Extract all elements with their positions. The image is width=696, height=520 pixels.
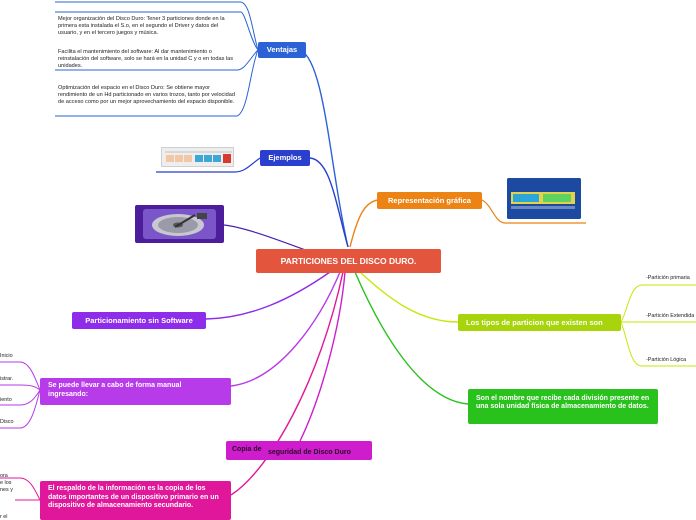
- ventajas-item-2: Optimización del espacio en el Disco Dur…: [58, 85, 235, 105]
- ingresando-item-1: istrar.: [0, 376, 14, 382]
- tipos-node[interactable]: Los tipos de particion que existen son: [458, 314, 621, 331]
- respaldo-node[interactable]: El respaldo de la información es la copi…: [40, 481, 231, 520]
- copia-label-b: seguridad de Disco Duro: [268, 449, 351, 456]
- connector-respaldo-item-0: [0, 477, 41, 501]
- ejemplos-node[interactable]: Ejemplos: [260, 150, 310, 166]
- ingresando-item-0: Inicio: [0, 353, 13, 359]
- respaldo-item-0: ora: [0, 473, 8, 479]
- ingresando-item-3: Disco: [0, 419, 14, 425]
- ventajas-node[interactable]: Ventajas: [258, 42, 306, 58]
- connector-respaldo: [230, 271, 344, 496]
- connector-tipos: [359, 271, 459, 323]
- connector-particionamiento: [205, 271, 331, 320]
- representation-image: [507, 178, 581, 219]
- ventajas-item-0: Mejor organización del Disco Duro: Tener…: [58, 16, 225, 36]
- connector-ventajas-item-top: [55, 1, 259, 51]
- connector-ingresando-item-2: [0, 389, 41, 406]
- connector-definicion: [354, 271, 469, 405]
- ventajas-item-1: Facilita el mantenimiento del software: …: [58, 49, 234, 69]
- respaldo-item-1: e los: [0, 480, 12, 486]
- connector-ventajas: [299, 49, 349, 248]
- tipos-item-0: -Partición primaria: [646, 275, 690, 281]
- connector-copia: [299, 271, 346, 442]
- connector-ventajas-item-2: [55, 49, 259, 117]
- representacion-node[interactable]: Representación gráfica: [377, 192, 482, 209]
- tipos-item-1: -Partición Extendida: [646, 313, 695, 319]
- connector-ingresando-item-1: [0, 384, 41, 391]
- connector-ejemplos: [309, 157, 349, 248]
- ingresando-node[interactable]: Se puede llevar a cabo de forma manual i…: [40, 378, 231, 405]
- tipos-item-2: -Partición Lógica: [646, 357, 687, 363]
- respaldo-item-3: r el: [0, 514, 8, 520]
- ingresando-item-2: iento: [0, 397, 12, 403]
- connector-tipos-item-2: [620, 321, 696, 367]
- connector-ejemplos-image: [156, 157, 261, 173]
- connector-tipos-item-0: [620, 284, 696, 323]
- copia-label-a: Copia de: [232, 446, 262, 453]
- definicion-node[interactable]: Son el nombre que recibe cada división p…: [468, 389, 658, 424]
- connector-representacion-image: [481, 199, 586, 224]
- partition-example-image: [161, 147, 234, 167]
- connector-ventajas-item-1: [55, 49, 259, 71]
- respaldo-item-2: nes y: [0, 487, 13, 493]
- connector-ingresando: [230, 271, 341, 387]
- connector-ventajas-item-0: [55, 11, 259, 51]
- copia-node[interactable]: Copia de seguridad de Disco Duro: [226, 441, 372, 460]
- central-node[interactable]: PARTICIONES DEL DISCO DURO.: [256, 249, 441, 273]
- particionamiento-node[interactable]: Particionamiento sin Software: [72, 312, 206, 329]
- connector-ingresando-item-3: [0, 389, 41, 429]
- connector-representacion: [349, 199, 379, 248]
- hard-drive-image: [135, 205, 224, 243]
- connector-ingresando-item-0: [0, 361, 41, 391]
